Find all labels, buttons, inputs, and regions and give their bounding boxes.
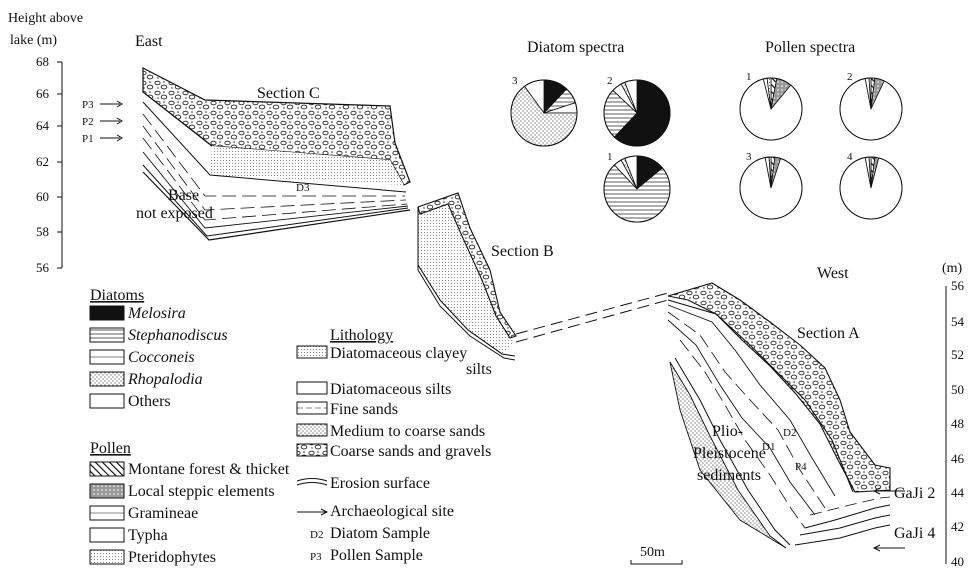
legend-diatom-sample: Diatom Sample: [330, 525, 430, 542]
swatch-others: [90, 394, 124, 408]
swatch-erosion: [297, 479, 327, 482]
legend-typha: Typha: [128, 527, 168, 544]
west-label: West: [817, 265, 849, 282]
section-b-label: Section B: [491, 243, 554, 260]
swatch-stephanodiscus: [90, 328, 124, 342]
plio-label-line3: sediments: [697, 467, 761, 484]
legend-diatoms-title: Diatoms: [90, 287, 144, 304]
legend-coarse-gravels: Coarse sands and gravels: [330, 443, 491, 460]
left-tick-62: 62: [36, 154, 49, 169]
swatch-montane: [90, 462, 124, 476]
plio-label-line2: Pleistocene: [693, 445, 766, 462]
right-axis-ticks: 56 54 52 50 48 46 44 42 40: [951, 278, 965, 568]
pollen-spectra-title: Pollen spectra: [765, 39, 855, 56]
right-axis-title: (m): [942, 261, 963, 276]
right-tick-54: 54: [951, 314, 965, 329]
right-tick-40: 40: [951, 554, 964, 568]
legend-melosira: Melosira: [127, 305, 186, 322]
right-tick-50: 50: [951, 382, 964, 397]
swatch-rhopalodia: [90, 372, 124, 386]
diatom-pie-label-3: 3: [512, 75, 518, 87]
legend-rhopalodia: Rhopalodia: [127, 371, 203, 388]
legend-pollen-title: Pollen: [90, 440, 131, 457]
pollen-sample-arrows: P3 P2 P1: [82, 99, 122, 145]
left-tick-60: 60: [36, 189, 49, 204]
left-tick-58: 58: [36, 224, 49, 239]
swatch-coarse-gravels: [297, 444, 327, 456]
correlation-line-lower: [516, 300, 668, 342]
right-tick-52: 52: [951, 347, 964, 362]
pollen-pie-label-1: 1: [746, 71, 752, 83]
legend-diatom-sample-code: D2: [310, 529, 323, 541]
legend-lithology: Diatomaceous clayey silts Diatomaceous s…: [297, 345, 492, 564]
left-axis-ticks: 68 66 64 62 60 58 56: [36, 54, 62, 275]
legend-stephanodiscus: Stephanodiscus: [128, 327, 228, 344]
right-tick-44: 44: [951, 485, 965, 500]
left-axis-title-line1: Height above: [8, 11, 83, 26]
swatch-pteridophytes: [90, 550, 124, 564]
pollen-pie-label-2: 2: [847, 71, 853, 83]
pollen-pie-label-4: 4: [847, 151, 853, 163]
section-a-label: Section A: [797, 325, 860, 342]
right-tick-46: 46: [951, 451, 965, 466]
swatch-clayey: [297, 346, 327, 358]
legend-pollen-sample: Pollen Sample: [330, 547, 423, 564]
right-tick-42: 42: [951, 519, 964, 534]
pollen-pie-label-3: 3: [746, 151, 752, 163]
left-tick-56: 56: [36, 260, 50, 275]
section-a-profile: [668, 283, 890, 548]
legend-erosion: Erosion surface: [330, 475, 430, 492]
base-label-line1: Base: [168, 187, 199, 204]
scale-bar: [631, 560, 682, 564]
gaji2-label: GaJi 2: [894, 485, 935, 502]
left-tick-68: 68: [36, 54, 49, 69]
diatom-pie-label-1: 1: [607, 151, 613, 163]
legend-montane: Montane forest & thicket: [128, 461, 290, 478]
right-tick-48: 48: [951, 416, 964, 431]
legend-arch: Archaeological site: [330, 503, 454, 520]
right-tick-56: 56: [951, 278, 965, 293]
p1-label: P1: [82, 133, 94, 145]
correlation-line-upper: [516, 293, 668, 334]
left-tick-64: 64: [36, 118, 50, 133]
p3-label: P3: [82, 99, 94, 111]
d3-label: D3: [296, 182, 310, 194]
legend-silts: Diatomaceous silts: [330, 381, 451, 398]
legend-lithology-title: Lithology: [330, 327, 393, 344]
plio-label-line1: Plio-: [712, 423, 743, 440]
d2-label: D2: [783, 427, 796, 439]
base-label-line2: not exposed: [136, 205, 213, 222]
legend-others: Others: [128, 393, 171, 410]
east-label: East: [135, 33, 163, 50]
swatch-silts: [297, 382, 327, 394]
legend-gramineae: Gramineae: [128, 505, 198, 522]
swatch-medium-sands: [297, 424, 327, 436]
legend-clayey-line1: Diatomaceous clayey: [330, 345, 467, 362]
spectra-pie-charts: [511, 78, 902, 222]
p4-label: P4: [795, 461, 807, 473]
legend-pollen-sample-code: P3: [310, 551, 322, 563]
legend-pteridophytes: Pteridophytes: [128, 549, 216, 566]
diatom-spectra-title: Diatom spectra: [527, 39, 624, 56]
legend-steppic: Local steppic elements: [128, 483, 275, 500]
left-axis-title-line2: lake (m): [10, 33, 57, 48]
legend-cocconeis: Cocconeis: [128, 349, 195, 366]
legend-fine-sands: Fine sands: [330, 401, 398, 418]
swatch-melosira: [90, 306, 124, 320]
swatch-steppic: [90, 484, 124, 498]
left-tick-66: 66: [36, 86, 50, 101]
gaji4-label: GaJi 4: [894, 525, 935, 542]
swatch-typha: [90, 528, 124, 542]
section-b-profile: [418, 193, 516, 360]
legend-pollen: Montane forest & thicket Local steppic e…: [90, 461, 290, 566]
section-c-label: Section C: [257, 85, 320, 102]
legend-clayey-line2: silts: [466, 361, 492, 378]
diatom-pie-label-2: 2: [607, 75, 613, 87]
scale-label: 50m: [640, 545, 665, 560]
p2-label: P2: [82, 116, 94, 128]
legend-medium-sands: Medium to coarse sands: [330, 423, 485, 440]
legend-diatoms: Melosira Stephanodiscus Cocconeis Rhopal…: [90, 305, 228, 410]
